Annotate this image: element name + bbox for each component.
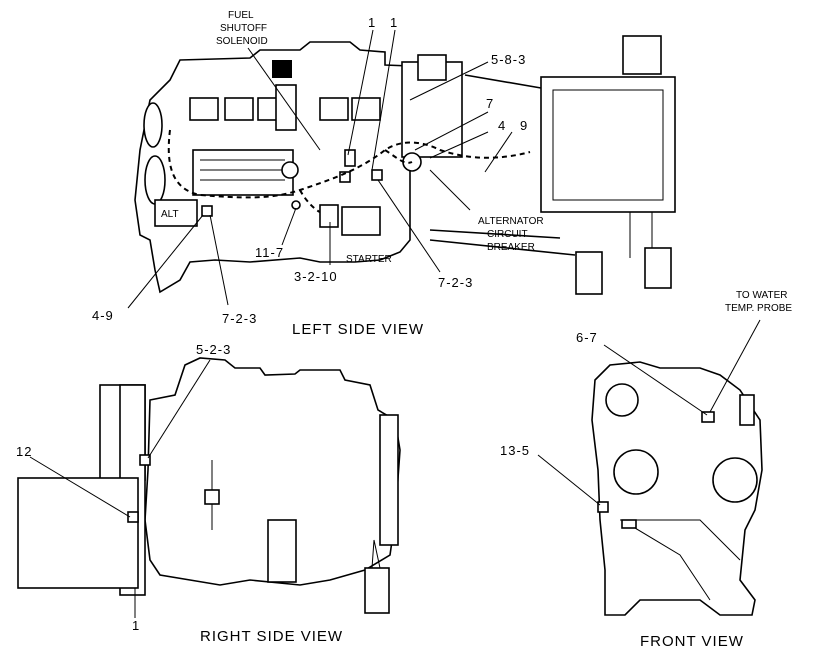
starter-label: STARTER <box>346 254 392 265</box>
callout-3-2-10: 3-2-10 <box>294 269 338 284</box>
callout-11-7: 11-7 <box>255 245 284 260</box>
generator-housing <box>540 76 676 213</box>
callout-5-8-3: 5-8-3 <box>491 52 526 67</box>
fuel-shutoff-label-3: SOLENOID <box>216 36 268 47</box>
left-side-view-title: LEFT SIDE VIEW <box>292 321 424 338</box>
left-side-view: FUEL SHUTOFF SOLENOID 1 1 5-8-3 7 4 9 AL… <box>92 10 676 338</box>
front-engine-outline <box>591 361 763 616</box>
breaker-label-3: BREAKER <box>487 242 535 253</box>
right-side-view: 5-2-3 12 1 RIGHT SIDE VIEW <box>16 342 401 645</box>
alt-label: ALT <box>161 209 179 220</box>
breaker-label-2: CIRCUIT <box>487 229 528 240</box>
wiring-harness-dashed <box>167 129 531 199</box>
probe-label-2: TEMP. PROBE <box>725 303 792 314</box>
engine-block-outline <box>134 41 411 294</box>
alternator <box>154 199 198 227</box>
callout-9: 9 <box>520 118 528 133</box>
callout-1-right: 1 <box>132 618 140 633</box>
starter-motor <box>341 206 381 236</box>
front-view: 6-7 13-5 TO WATER TEMP. PROBE FRONT VIEW <box>500 290 792 650</box>
callout-7-2-3-a: 7-2-3 <box>438 275 473 290</box>
front-view-title: FRONT VIEW <box>640 633 744 650</box>
breaker-label-1: ALTERNATOR <box>478 216 544 227</box>
callout-4: 4 <box>498 118 506 133</box>
right-generator <box>17 477 139 589</box>
callout-5-2-3: 5-2-3 <box>196 342 231 357</box>
right-side-view-title: RIGHT SIDE VIEW <box>200 628 343 645</box>
callout-7: 7 <box>486 96 494 111</box>
callout-4-9: 4-9 <box>92 308 114 323</box>
callout-13-5: 13-5 <box>500 443 530 458</box>
callout-12: 12 <box>16 444 32 459</box>
callout-6-7: 6-7 <box>576 330 598 345</box>
callout-1a: 1 <box>368 15 376 30</box>
callout-7-2-3-b: 7-2-3 <box>222 311 257 326</box>
fuel-shutoff-label-1: FUEL <box>228 10 254 21</box>
fuel-shutoff-label-2: SHUTOFF <box>220 23 267 34</box>
probe-label-1: TO WATER <box>736 290 787 301</box>
callout-1b: 1 <box>390 15 398 30</box>
